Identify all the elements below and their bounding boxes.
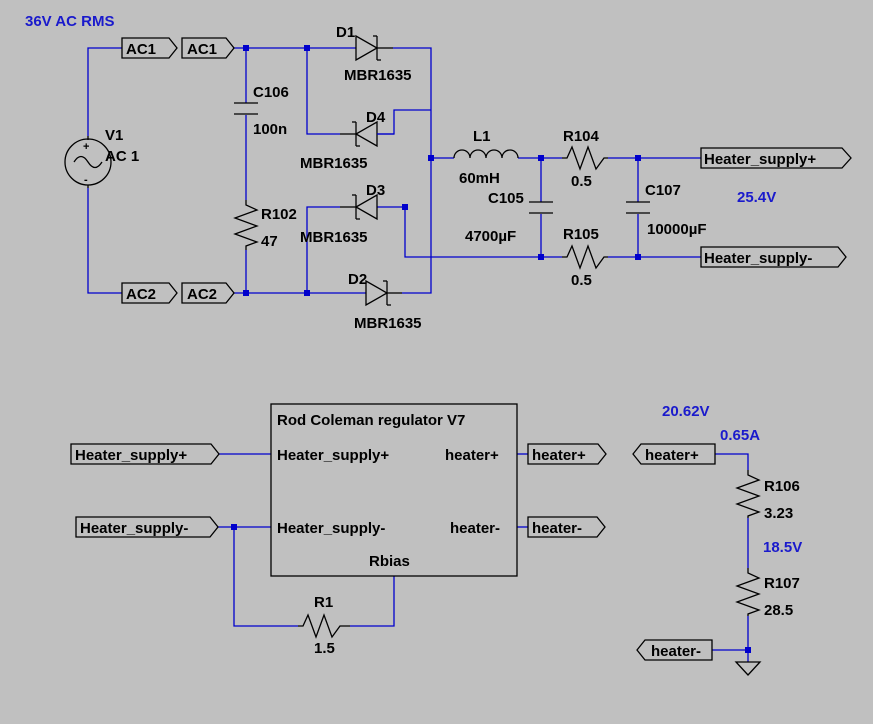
d4-value: MBR1635: [300, 155, 368, 172]
d2-name: D2: [348, 271, 367, 288]
d1-name: D1: [336, 24, 355, 41]
d1-diode: [355, 34, 393, 62]
l1-inductor: [453, 149, 519, 159]
c107-capacitor: [626, 201, 650, 214]
r105-resistor: [562, 244, 608, 270]
net-hs-plus-bottom-label: Heater_supply+: [75, 447, 187, 464]
r104-name: R104: [563, 128, 600, 145]
d3-value: MBR1635: [300, 229, 368, 246]
regulator-pin-out-minus: heater-: [450, 520, 500, 537]
port-ac2-right: [181, 282, 235, 304]
r107-resistor: [735, 568, 761, 616]
port-ac1-right: [181, 37, 235, 59]
r106-value: 3.23: [764, 505, 793, 522]
note-ac-rms: 36V AC RMS: [25, 13, 114, 30]
regulator-pin-in-plus: Heater_supply+: [277, 447, 389, 464]
r1-value: 1.5: [314, 640, 335, 657]
r107-value: 28.5: [764, 602, 793, 619]
ground-symbol: [734, 661, 762, 676]
r102-resistor: [233, 200, 259, 250]
port-heater-minus-in: [636, 639, 713, 661]
d4-diode: [340, 109, 431, 148]
port-hs-minus-top: [700, 246, 847, 268]
v1-value: AC 1: [105, 148, 139, 165]
port-heater-plus-out: [527, 443, 607, 465]
v1-ac-source: + -: [64, 136, 112, 188]
net-hs-minus-top-label: Heater_supply-: [704, 250, 812, 267]
net-ac1-left-label: AC1: [126, 41, 156, 58]
d1-value: MBR1635: [344, 67, 412, 84]
d2-value: MBR1635: [354, 315, 422, 332]
r105-name: R105: [563, 226, 599, 243]
r102-name: R102: [261, 206, 297, 223]
junction-dots: [231, 45, 751, 653]
note-heater-current: 0.65A: [720, 427, 760, 444]
regulator-pin-in-minus: Heater_supply-: [277, 520, 385, 537]
port-ac1-left: [121, 37, 178, 59]
port-heater-plus-in: [632, 443, 716, 465]
svg-text:-: -: [84, 174, 88, 186]
regulator-pin-out-plus: heater+: [445, 447, 499, 464]
r107-name: R107: [764, 575, 800, 592]
wires-bottom: [210, 453, 749, 662]
port-hs-minus-bottom: [75, 516, 219, 538]
r105-value: 0.5: [571, 272, 592, 289]
c106-value: 100n: [253, 121, 287, 138]
c105-capacitor: [529, 201, 553, 214]
d3-diode: [340, 193, 378, 221]
port-heater-minus-out: [527, 516, 606, 538]
r1-resistor: [298, 613, 350, 639]
regulator-block: [270, 403, 518, 577]
note-supply-voltage: 25.4V: [737, 189, 776, 206]
l1-value: 60mH: [459, 170, 500, 187]
d2-diode: [365, 279, 402, 307]
svg-text:+: +: [83, 141, 89, 153]
v1-name: V1: [105, 127, 123, 144]
c106-name: C106: [253, 84, 289, 101]
d4-name: D4: [366, 109, 386, 126]
c105-name: C105: [488, 190, 524, 207]
r106-resistor: [735, 470, 761, 518]
r104-resistor: [562, 145, 608, 171]
r106-name: R106: [764, 478, 800, 495]
c105-value: 4700µF: [465, 228, 516, 245]
net-heater-plus-out-label: heater+: [532, 447, 586, 464]
net-heater-minus-in-label: heater-: [651, 643, 701, 660]
port-hs-plus-top: [700, 147, 852, 169]
net-hs-minus-bottom-label: Heater_supply-: [80, 520, 188, 537]
l1-name: L1: [473, 128, 491, 145]
r1-name: R1: [314, 594, 333, 611]
note-mid-voltage: 18.5V: [763, 539, 802, 556]
net-ac2-right-label: AC2: [187, 286, 217, 303]
regulator-pin-rbias: Rbias: [369, 553, 410, 570]
net-heater-plus-in-label: heater+: [645, 447, 699, 464]
c106-capacitor: [234, 102, 258, 115]
wires-top: [87, 47, 703, 294]
note-heater-voltage: 20.62V: [662, 403, 710, 420]
port-hs-plus-bottom: [70, 443, 220, 465]
r104-value: 0.5: [571, 173, 592, 190]
port-ac2-left: [121, 282, 178, 304]
r102-value: 47: [261, 233, 278, 250]
c107-value: 10000µF: [647, 221, 707, 238]
net-ac1-right-label: AC1: [187, 41, 217, 58]
net-ac2-left-label: AC2: [126, 286, 156, 303]
regulator-title: Rod Coleman regulator V7: [277, 412, 465, 429]
net-hs-plus-top-label: Heater_supply+: [704, 151, 816, 168]
d3-name: D3: [366, 182, 385, 199]
c107-name: C107: [645, 182, 681, 199]
net-heater-minus-out-label: heater-: [532, 520, 582, 537]
